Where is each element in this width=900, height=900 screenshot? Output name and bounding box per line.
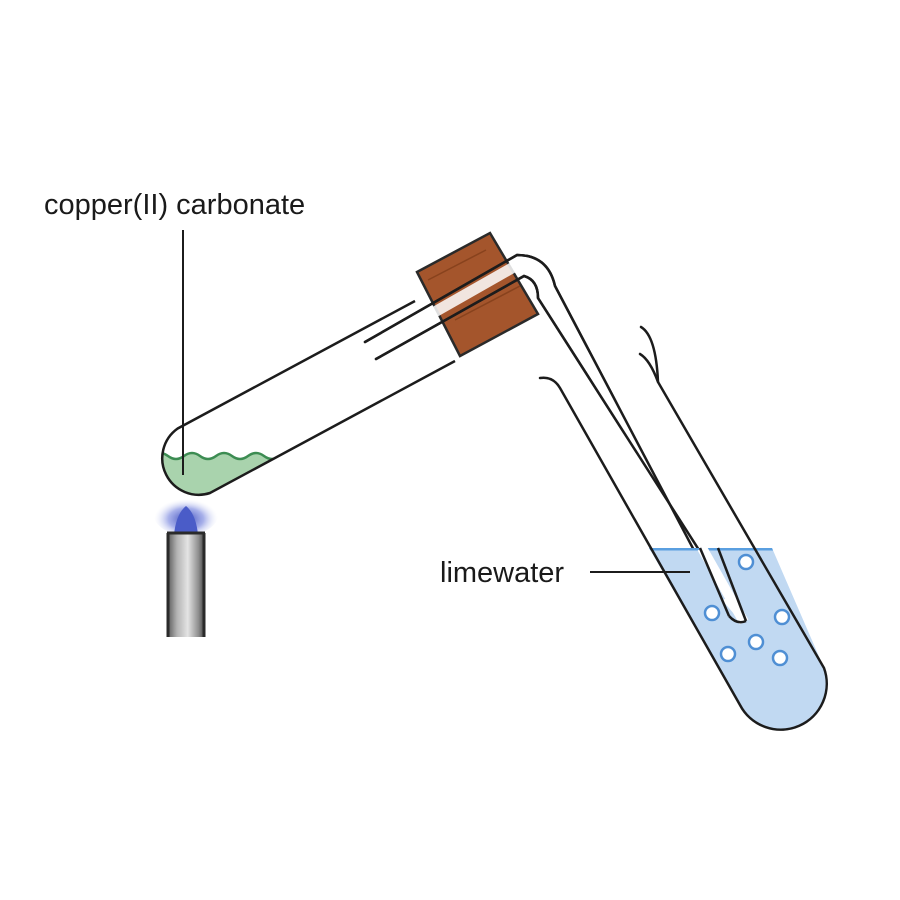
gas-bubbles (703, 553, 791, 667)
limewater-solution (649, 548, 827, 730)
bubble (737, 553, 755, 571)
flame-icon (174, 506, 198, 535)
bubble (773, 608, 791, 626)
bubble (719, 645, 737, 663)
bubble (747, 633, 765, 651)
bunsen-burner (154, 495, 218, 637)
bubble (771, 649, 789, 667)
heated-test-tube (161, 299, 456, 496)
rubber-bung (415, 231, 540, 358)
burner-barrel (168, 533, 204, 637)
limewater-label: limewater (440, 557, 564, 589)
bubble (703, 604, 721, 622)
copper-carbonate-label: copper(II) carbonate (44, 189, 305, 221)
limewater-test-tube (538, 352, 828, 731)
